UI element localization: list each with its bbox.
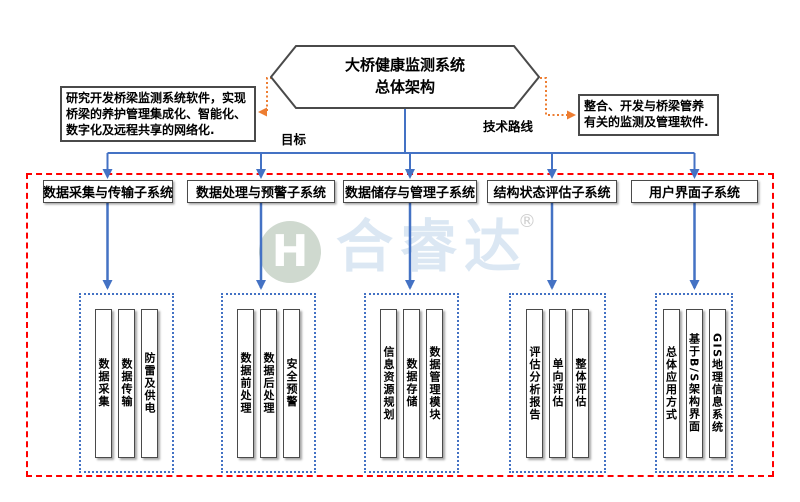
title-hexagon: 大桥健康监测系统 总体架构 xyxy=(270,45,540,109)
subsystem-box-data-processing: 数据处理与预警子系统 xyxy=(187,180,335,203)
red-dashed-frame xyxy=(26,173,774,477)
tech-route-label: 技术路线 xyxy=(483,119,534,134)
tech-route-connector xyxy=(540,77,576,120)
goal-label: 目标 xyxy=(281,132,307,147)
module-bar: 数据采集 xyxy=(95,308,112,458)
module-group-data-processing: 数据前处理 数据后处理 安全预警 xyxy=(221,293,316,473)
goal-note-box: 研究开发桥梁监测系统软件，实现桥梁的养护管理集成化、智能化、数字化及远程共享的网… xyxy=(60,86,256,142)
module-bar: GIS地理信息系统 xyxy=(708,308,726,458)
module-bar: 数据后处理 xyxy=(260,308,277,458)
module-bar: 数据存储 xyxy=(403,308,420,458)
module-bar: 总体应用方式 xyxy=(662,308,680,458)
module-bar: 安全预警 xyxy=(283,308,300,458)
module-bar: 数据传输 xyxy=(118,308,135,458)
title-line-1: 大桥健康监测系统 xyxy=(344,56,465,75)
module-group-user-interface: 总体应用方式 基于B/S架构界面 GIS地理信息系统 xyxy=(655,293,733,473)
subsystem-box-user-interface: 用户界面子系统 xyxy=(631,180,758,203)
subsystem-box-structure-evaluation: 结构状态评估子系统 xyxy=(487,180,617,203)
registered-trademark-icon: ® xyxy=(518,211,536,232)
module-bar: 基于B/S架构界面 xyxy=(685,308,703,458)
module-bar: 单向评估 xyxy=(549,308,566,458)
module-bar: 信息资源规划 xyxy=(380,308,397,458)
watermark-brand-text: 合睿达 xyxy=(336,214,528,280)
page-title: 大桥健康监测系统 总体架构 xyxy=(270,45,540,109)
module-group-data-storage: 信息资源规划 数据存储 数据管理模块 xyxy=(364,293,459,473)
module-bar: 整体评估 xyxy=(572,308,589,458)
module-bar: 防雷及供电 xyxy=(141,308,158,458)
watermark-logo-icon: H xyxy=(259,221,321,283)
module-group-structure-evaluation: 评估分析报告 单向评估 整体评估 xyxy=(509,293,606,473)
title-line-2: 总体架构 xyxy=(374,78,435,96)
subsystem-box-data-acquisition: 数据采集与传输子系统 xyxy=(43,180,173,203)
module-group-data-acquisition: 数据采集 数据传输 防雷及供电 xyxy=(79,293,174,473)
module-bar: 评估分析报告 xyxy=(526,308,543,458)
subsystem-box-data-storage: 数据储存与管理子系统 xyxy=(343,180,477,203)
watermark-logo-letter: H xyxy=(271,226,309,277)
tech-route-note-box: 整合、开发与桥梁管养有关的监测及管理软件. xyxy=(578,94,719,136)
module-bar: 数据管理模块 xyxy=(426,308,443,458)
hexagon-shape xyxy=(270,45,540,109)
module-bar: 数据前处理 xyxy=(237,308,254,458)
